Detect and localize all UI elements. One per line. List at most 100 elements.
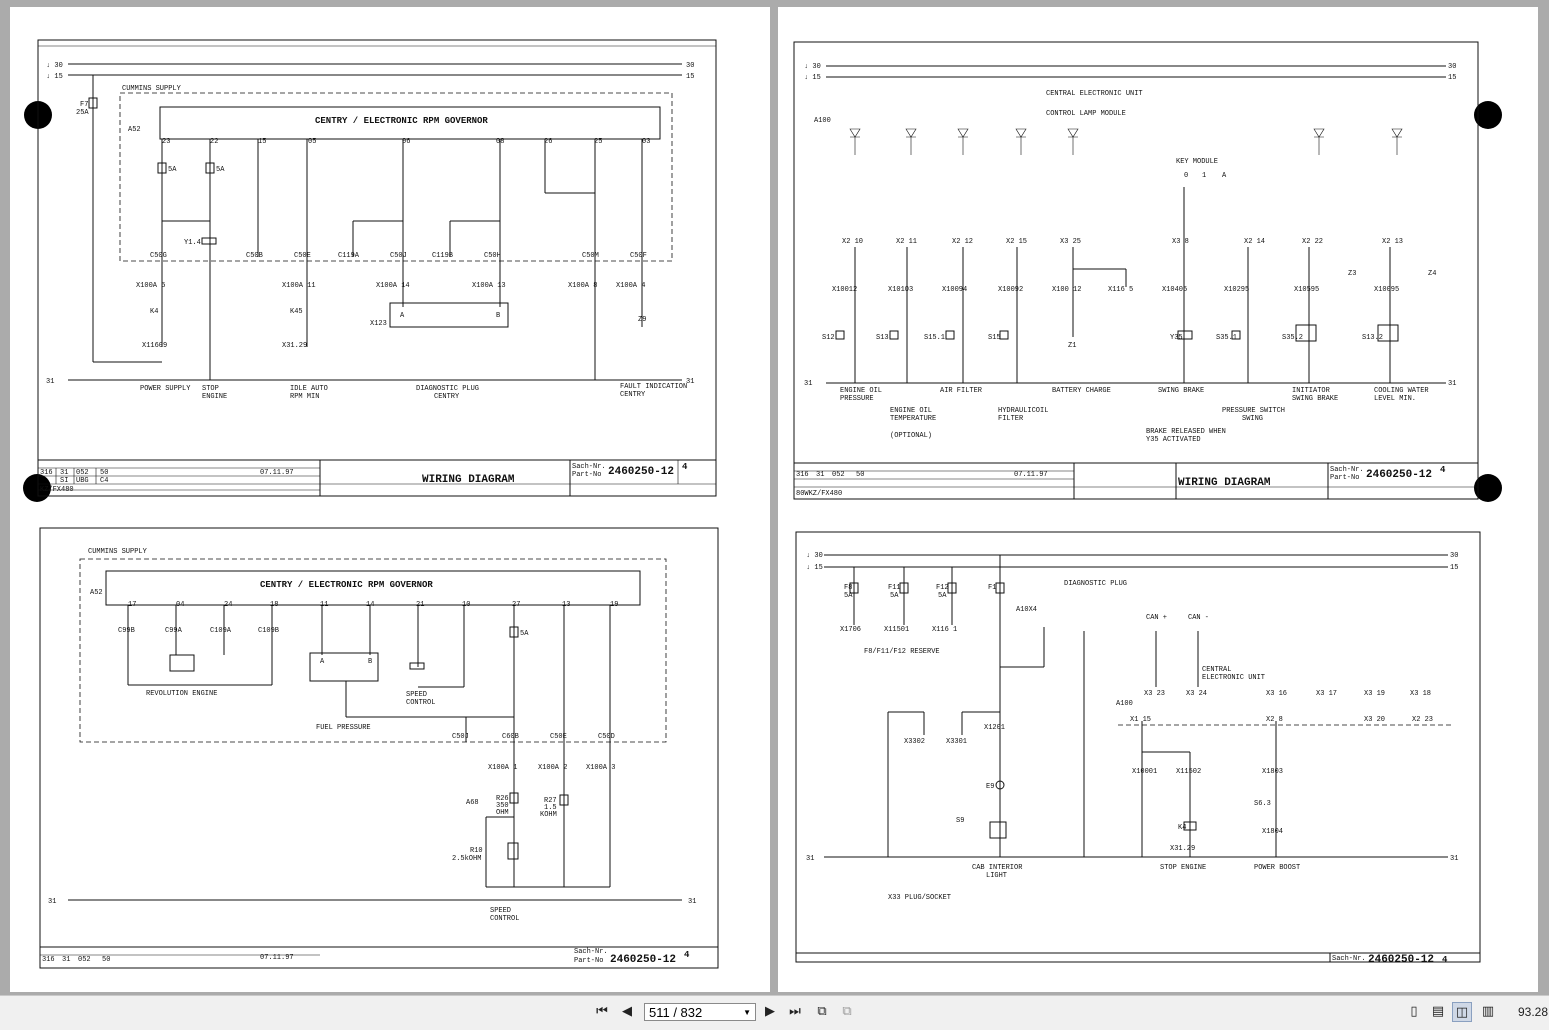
rotate-icon[interactable]: ⧉: [817, 1004, 827, 1019]
svg-text:X2 10: X2 10: [842, 238, 863, 246]
svg-text:316: 316: [796, 471, 809, 479]
svg-text:27: 27: [512, 601, 520, 609]
module-title: CENTRY / ELECTRONIC RPM GOVERNOR: [315, 116, 488, 126]
svg-text:31: 31: [1448, 380, 1456, 388]
lamp-label: Z9: [638, 316, 646, 324]
svg-text:X100A 4: X100A 4: [616, 282, 645, 290]
supply-label: CUMMINS SUPPLY: [122, 85, 182, 93]
svg-text:316: 316: [42, 956, 55, 964]
rail-label: 31: [46, 378, 54, 386]
svg-text:AIR FILTER: AIR FILTER: [940, 387, 983, 395]
reserve-label: F8/F11/F12 RESERVE: [864, 648, 940, 656]
svg-text:Sach-Nr.: Sach-Nr.: [1332, 955, 1366, 963]
svg-text:C99B: C99B: [118, 627, 135, 635]
svg-text:F11: F11: [888, 584, 901, 592]
svg-text:S6.3: S6.3: [1254, 800, 1271, 808]
title-block: 316 31 052 50 SI UBG C4 KZ/FX480 07.11.9…: [38, 459, 716, 496]
svg-text:15: 15: [1448, 74, 1456, 82]
module-label: A52: [128, 126, 141, 134]
svg-text:X2 22: X2 22: [1302, 238, 1323, 246]
svg-text:24: 24: [224, 601, 232, 609]
svg-text:A100: A100: [814, 117, 831, 125]
svg-text:SPEED: SPEED: [406, 691, 427, 699]
part-number: 2460250-12: [608, 466, 674, 478]
svg-text:X100 12: X100 12: [1052, 286, 1081, 294]
connector-row: C50G C50B C50E C119A C50J C119B C50H C50…: [150, 252, 647, 260]
svg-text:X100A 1: X100A 1: [488, 764, 517, 772]
facing-pages-icon[interactable]: ◫: [1452, 1002, 1472, 1022]
svg-text:C50G: C50G: [150, 252, 167, 260]
svg-text:UBG: UBG: [76, 477, 89, 485]
svg-text:10: 10: [462, 601, 470, 609]
svg-text:5A: 5A: [938, 592, 947, 600]
svg-text:X100A 2: X100A 2: [538, 764, 567, 772]
fuse-rating: 5A: [216, 166, 225, 174]
connector-row: C99B C99A C109A C109B C50J C60B C50E C50…: [118, 627, 615, 741]
prev-page-icon[interactable]: ◀: [622, 1004, 632, 1019]
svg-text:Part-No: Part-No: [572, 471, 601, 479]
svg-text:Z1: Z1: [1068, 342, 1076, 350]
svg-text:FAULT INDICATION: FAULT INDICATION: [620, 383, 687, 391]
svg-text:X3 24: X3 24: [1186, 690, 1207, 698]
first-page-icon[interactable]: ⏮: [596, 1004, 608, 1019]
svg-text:C50H: C50H: [484, 252, 501, 260]
svg-text:C119A: C119A: [338, 252, 360, 260]
svg-text:1.5: 1.5: [544, 804, 557, 812]
rail-label: ↓ 30: [46, 62, 63, 70]
svg-text:X33 PLUG/SOCKET: X33 PLUG/SOCKET: [888, 894, 951, 902]
drawing-frame: [39, 527, 719, 969]
svg-text:X2 15: X2 15: [1006, 238, 1027, 246]
svg-text:S15.1: S15.1: [924, 334, 945, 342]
continuous-page-icon[interactable]: ▤: [1431, 1004, 1445, 1019]
svg-text:E9: E9: [986, 783, 994, 791]
facing-continuous-icon[interactable]: ▥: [1481, 1004, 1495, 1019]
relay-label: K45: [290, 308, 303, 316]
copy-icon[interactable]: ⧉: [842, 1004, 852, 1019]
svg-text:19: 19: [610, 601, 618, 609]
single-page-icon[interactable]: ▯: [1410, 1004, 1418, 1019]
svg-text:ELECTRONIC UNIT: ELECTRONIC UNIT: [1202, 674, 1265, 682]
svg-text:X3 18: X3 18: [1410, 690, 1431, 698]
svg-text:31: 31: [62, 956, 70, 964]
wiring-diagram-left: ↓ 30 ↓ 15 30 15 31 31 F7 25A CUMMINS SUP…: [23, 39, 719, 969]
svg-text:X3302: X3302: [904, 738, 925, 746]
svg-text:25: 25: [594, 138, 602, 146]
svg-text:C109B: C109B: [258, 627, 279, 635]
svg-text:S15: S15: [988, 334, 1001, 342]
svg-text:X10092: X10092: [998, 286, 1023, 294]
svg-text:03: 03: [642, 138, 650, 146]
title-block: 316 31 052 50 80WKZ/FX480 07.11.97 WIRIN…: [794, 462, 1478, 499]
drawing-frame: [795, 531, 1481, 963]
terminal-labels: X3 23 X3 24 X3 16 X3 17 X3 19 X3 18: [1144, 690, 1431, 698]
svg-text:R27: R27: [544, 797, 557, 805]
svg-text:31: 31: [1450, 855, 1458, 863]
terminal-labels: X1706 X11501 X116 1: [840, 626, 957, 634]
svg-text:X11501: X11501: [884, 626, 909, 634]
svg-text:052: 052: [832, 471, 845, 479]
svg-text:Part-No: Part-No: [1330, 474, 1359, 482]
svg-text:Z4: Z4: [1428, 270, 1436, 278]
last-page-icon[interactable]: ⏭: [789, 1004, 801, 1019]
svg-text:06: 06: [402, 138, 410, 146]
svg-text:S35.1: S35.1: [1216, 334, 1237, 342]
svg-text:REVOLUTION ENGINE: REVOLUTION ENGINE: [146, 690, 217, 698]
svg-text:5A: 5A: [520, 630, 529, 638]
svg-text:S13: S13: [876, 334, 889, 342]
page-number-input[interactable]: 511 / 832 ▼: [644, 1003, 756, 1021]
svg-text:X2 13: X2 13: [1382, 238, 1403, 246]
svg-text:X3301: X3301: [946, 738, 967, 746]
svg-text:5A: 5A: [890, 592, 899, 600]
chevron-down-icon[interactable]: ▼: [743, 1008, 751, 1017]
svg-text:A: A: [400, 312, 405, 320]
svg-text:350: 350: [496, 802, 509, 810]
svg-text:S35.2: S35.2: [1282, 334, 1303, 342]
svg-text:OHM: OHM: [496, 809, 509, 817]
next-page-icon[interactable]: ▶: [765, 1004, 775, 1019]
svg-text:X3 16: X3 16: [1266, 690, 1287, 698]
svg-text:0: 0: [1184, 172, 1188, 180]
svg-text:CAB INTERIOR: CAB INTERIOR: [972, 864, 1023, 872]
wiring-diagram-right: ↓ 30 ↓ 15 31 30 15 31 CENTRAL ELECTRONIC…: [793, 41, 1502, 966]
svg-text:5A: 5A: [844, 592, 853, 600]
svg-text:C119B: C119B: [432, 252, 453, 260]
zoom-level[interactable]: 93.28: [1518, 1005, 1549, 1019]
